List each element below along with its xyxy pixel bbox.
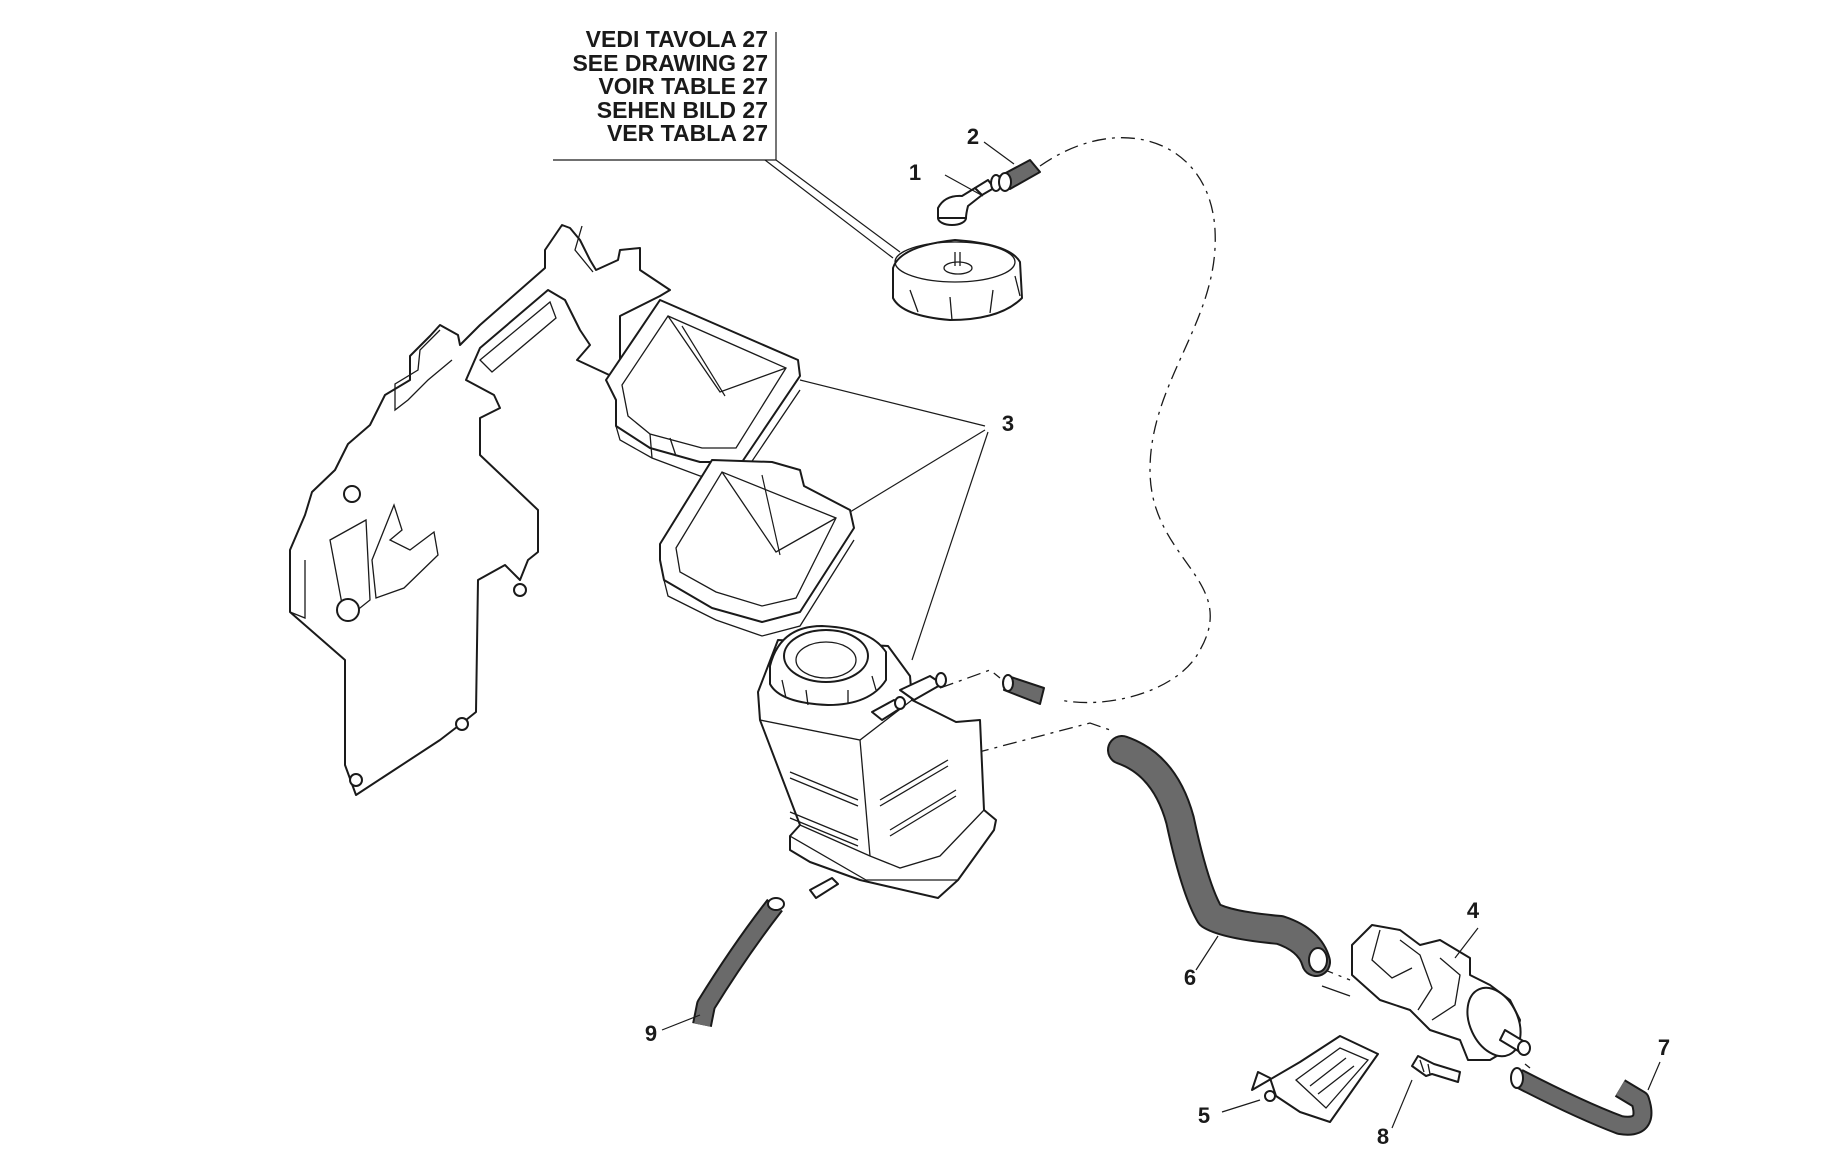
part-6-large-hose [1107,735,1331,977]
part-3-rubber-pad-upper [605,299,801,477]
part-3-leaders [799,379,989,661]
filler-cap [892,239,1023,321]
part-8-pin [1391,1055,1461,1129]
reference-line-italian: VEDI TAVOLA 27 [585,26,768,52]
carbon-canister [757,625,997,899]
callout-2: 2 [966,124,980,149]
part-7-outlet-hose [1510,1061,1661,1136]
callout-3: 3 [1001,411,1015,436]
callout-4: 4 [1466,898,1480,923]
callout-7: 7 [1657,1035,1671,1060]
reference-line-french: VOIR TABLE 27 [598,73,768,99]
part-5-bracket-clip [1221,1035,1379,1123]
part-3-rubber-pad-lower [659,459,855,637]
reference-note: VEDI TAVOLA 27 SEE DRAWING 27 VOIR TABLE… [540,26,768,146]
reference-bracket [553,32,901,259]
reference-line-english: SEE DRAWING 27 [572,49,768,76]
part-9-drain-hose [661,897,785,1031]
callout-6: 6 [1183,965,1197,990]
part-2-hose-piece [983,141,1041,192]
part-4-purge-valve [1351,924,1531,1061]
callout-9: 9 [644,1021,658,1046]
part-1-elbow-fitting [937,174,1002,226]
callout-1: 1 [908,160,922,185]
mounting-bracket [289,224,671,796]
short-hose-connector [1002,674,1045,705]
callout-8: 8 [1376,1124,1390,1149]
callout-5: 5 [1197,1103,1211,1128]
reference-line-german: SEHEN BILD 27 [596,96,768,123]
reference-line-spanish: VER TABLA 27 [606,120,768,146]
